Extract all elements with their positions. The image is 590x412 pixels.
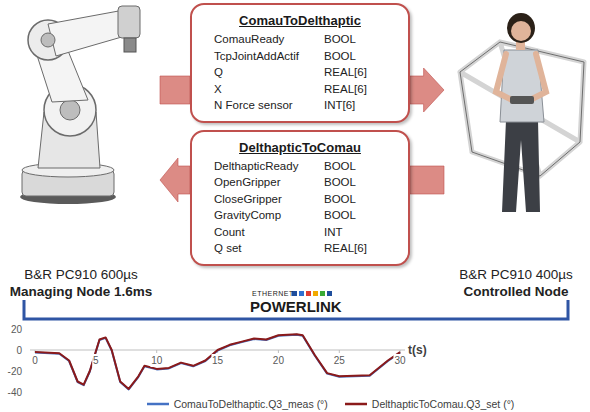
field-name: ComauReady [214, 31, 324, 48]
data-flow-arrow [410, 166, 444, 194]
legend-text: DelthapticToComau.Q3_set (°) [372, 398, 515, 410]
field-name: Q set [214, 240, 324, 257]
measured-curve [35, 335, 400, 390]
axis-tick-label: -20 [0, 365, 22, 378]
field-type: REAL[6] [324, 81, 386, 98]
axis-tick-label: 0 [0, 344, 22, 357]
field-name: CloseGripper [214, 191, 324, 208]
network-node: B&R PC910 600µsManaging Node 1.6ms [2, 0, 160, 300]
field-name: OpenGripper [214, 174, 324, 191]
field-type: INT[6] [324, 97, 386, 114]
legend-entry: ComauToDelthaptic.Q3_meas (°) [146, 398, 328, 410]
station-name: B&R PC910 600µs [24, 266, 138, 283]
axis-tick-label: 15 [211, 354, 224, 367]
chart-legend: ComauToDelthaptic.Q3_meas (°) DelthapticT… [100, 397, 560, 410]
struct-title: DelthapticToComau [214, 138, 386, 158]
axis-tick-label: 30 [394, 354, 407, 367]
axis-tick-label: -40 [0, 386, 22, 399]
node-role: Controlled Node [464, 283, 569, 300]
field-name: X [214, 81, 324, 98]
setpoint-curve [35, 334, 400, 389]
field-type: INT [324, 224, 386, 241]
operator-with-haptic-device [460, 13, 584, 212]
legend-swatch [146, 399, 170, 409]
legend-swatch [344, 399, 368, 409]
axis-title: t(s) [408, 343, 427, 358]
field-type: BOOL [324, 174, 386, 191]
field-name: DelthapticReady [214, 158, 324, 175]
legend-text: ComauToDelthaptic.Q3_meas (°) [174, 398, 328, 410]
struct-title: ComauToDelthaptic [214, 11, 386, 31]
logo-text: ETHERNET [252, 289, 294, 298]
field-name: Q [214, 64, 324, 81]
axis-tick-label: 20 [0, 323, 22, 336]
field-name: TcpJointAddActif [214, 48, 324, 65]
field-type: BOOL [324, 31, 386, 48]
field-name: GravityComp [214, 207, 324, 224]
station-name: B&R PC910 400µs [459, 266, 573, 283]
data-structure-box: DelthapticToComauDelthapticReadyBOOLOpen… [190, 130, 410, 266]
line-chart [30, 334, 405, 389]
data-flow-arrow [160, 158, 190, 202]
ethernet-logo-squares [292, 291, 332, 296]
axis-tick-label: 5 [92, 354, 100, 367]
network-node: B&R PC910 400µsControlled Node [444, 0, 588, 300]
field-type: BOOL [324, 207, 386, 224]
field-type: REAL[6] [324, 64, 386, 81]
logo-text: POWERLINK [250, 298, 342, 316]
field-type: REAL[6] [324, 240, 386, 257]
legend-entry: DelthapticToComau.Q3_set (°) [344, 398, 515, 410]
axis-tick-label: 0 [31, 354, 39, 367]
data-flow-arrow [410, 68, 444, 112]
robot-illustration [20, 6, 140, 204]
axis-tick-label: 20 [272, 354, 285, 367]
field-name: Count [214, 224, 324, 241]
field-type: BOOL [324, 191, 386, 208]
data-flow-arrow [160, 76, 190, 104]
node-role: Managing Node 1.6ms [10, 283, 153, 300]
axis-tick-label: 10 [150, 354, 163, 367]
field-name: N Force sensor [214, 97, 324, 114]
data-structure-box: ComauToDelthapticComauReadyBOOLTcpJointA… [190, 3, 410, 123]
field-type: BOOL [324, 158, 386, 175]
axis-tick-label: 25 [333, 354, 346, 367]
field-type: BOOL [324, 48, 386, 65]
